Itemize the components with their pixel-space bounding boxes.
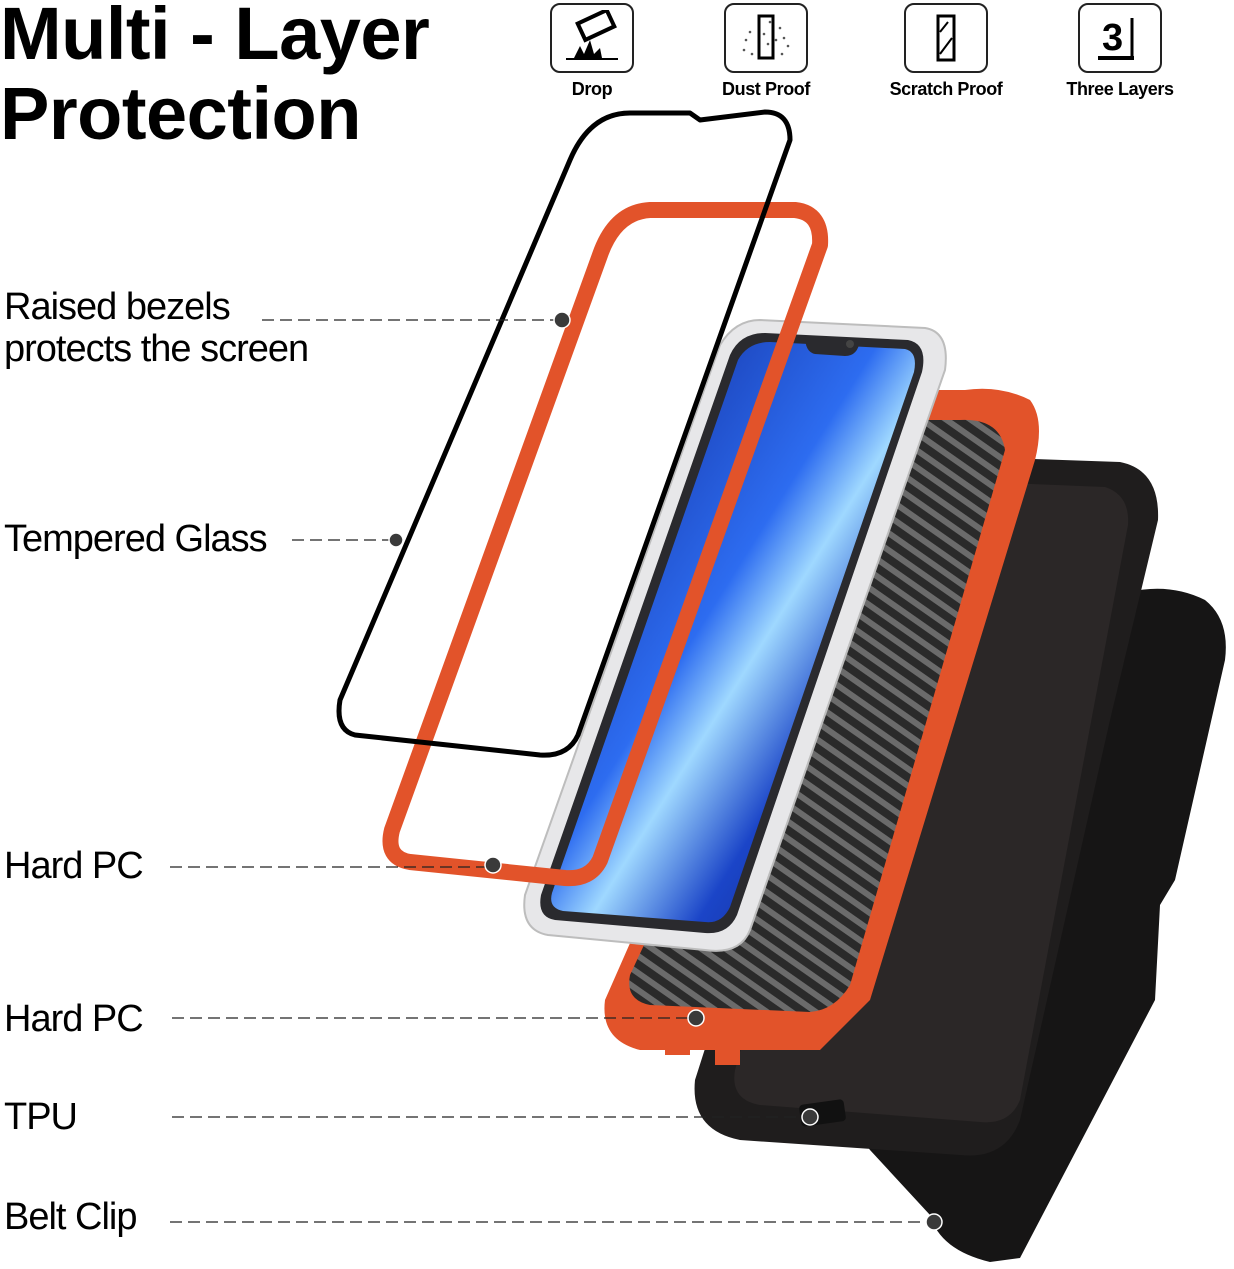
callout-line-2: protects the screen xyxy=(4,328,309,370)
feature-icon-row: Drop Dust Proof Scratch Proof xyxy=(546,3,1186,103)
callout-hard-pc-frame: Hard PC xyxy=(4,845,144,887)
callout-tpu: TPU xyxy=(4,1096,78,1138)
callout-raised-bezels: Raised bezels protects the screen xyxy=(4,286,309,370)
callout-tempered-glass: Tempered Glass xyxy=(4,518,268,560)
leader-dots xyxy=(388,311,943,1231)
feature-label: Drop xyxy=(571,79,613,99)
feature-drop: Drop xyxy=(532,3,652,100)
dust-proof-icon xyxy=(724,3,808,73)
callout-belt-clip: Belt Clip xyxy=(4,1196,137,1238)
page-title: Multi - Layer Protection xyxy=(0,0,430,155)
feature-label: Dust Proof xyxy=(722,79,810,99)
feature-three-layers: 3 Three Layers xyxy=(1060,3,1180,100)
svg-text:3: 3 xyxy=(1102,17,1123,59)
leader-lines xyxy=(170,319,928,1223)
callout-line-1: Raised bezels xyxy=(4,286,231,328)
feature-dust-proof: Dust Proof xyxy=(706,3,826,100)
scratch-proof-icon xyxy=(904,3,988,73)
feature-label: Scratch Proof xyxy=(889,79,1003,99)
title-line-1: Multi - Layer xyxy=(0,0,430,75)
tempered-glass-layer xyxy=(336,109,793,758)
three-layers-icon: 3 xyxy=(1078,3,1162,73)
title-line-2: Protection xyxy=(0,72,361,155)
drop-impact-icon xyxy=(550,3,634,73)
feature-scratch-proof: Scratch Proof xyxy=(886,3,1006,100)
callout-hard-pc-back: Hard PC xyxy=(4,998,144,1040)
feature-label: Three Layers xyxy=(1066,79,1174,99)
